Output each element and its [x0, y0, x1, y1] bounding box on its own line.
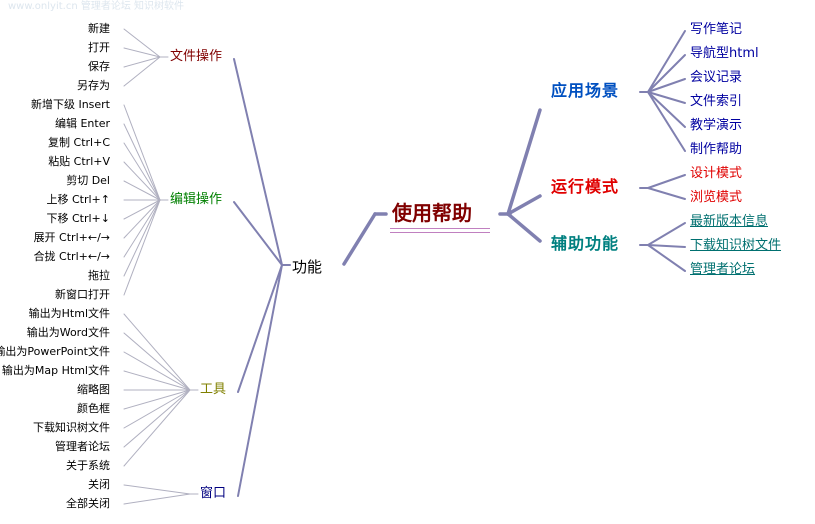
- menu-item[interactable]: 编辑 Enter: [54, 117, 110, 130]
- leaf-connector: [123, 199, 161, 277]
- leaf-connector: [123, 389, 191, 429]
- menu-item[interactable]: 颜色框: [77, 402, 110, 415]
- leaf-connector: [647, 91, 686, 104]
- leaf-connector: [647, 91, 686, 152]
- leaf-item[interactable]: 会议记录: [690, 70, 743, 85]
- category-1[interactable]: 运行模式: [551, 177, 620, 196]
- leaf-connector: [123, 199, 161, 220]
- menu-item[interactable]: 关闭: [88, 478, 110, 491]
- leaf-connector: [123, 313, 191, 391]
- group-2[interactable]: 工具: [200, 382, 227, 397]
- menu-item[interactable]: 输出为Map Html文件: [1, 364, 110, 377]
- root-underline: [390, 228, 490, 233]
- link-item[interactable]: 下载知识树文件: [690, 238, 782, 253]
- leaf-connector: [123, 389, 191, 448]
- group-3[interactable]: 窗口: [200, 486, 227, 501]
- menu-item[interactable]: 合拢 Ctrl+←/→: [33, 250, 110, 263]
- leaf-connector: [123, 199, 161, 258]
- menu-item[interactable]: 管理者论坛: [55, 440, 110, 453]
- function-node[interactable]: 功能: [292, 258, 323, 276]
- leaf-connector: [123, 104, 161, 201]
- menu-item[interactable]: 下移 Ctrl+↓: [46, 212, 110, 225]
- menu-item[interactable]: 打开: [88, 41, 110, 54]
- menu-item[interactable]: 复制 Ctrl+C: [48, 136, 110, 149]
- link-item[interactable]: 最新版本信息: [690, 214, 769, 229]
- leaf-connector: [647, 91, 686, 128]
- leaf-connector: [123, 199, 161, 296]
- menu-item[interactable]: 剪切 Del: [66, 174, 110, 187]
- leaf-connector: [123, 351, 191, 391]
- menu-item[interactable]: 全部关闭: [66, 497, 110, 510]
- trunk-connector: [506, 194, 542, 216]
- menu-item[interactable]: 粘贴 Ctrl+V: [48, 155, 110, 168]
- leaf-connector: [647, 244, 686, 248]
- menu-item[interactable]: 拖拉: [88, 269, 110, 282]
- leaf-connector: [647, 187, 686, 200]
- menu-item[interactable]: 输出为PowerPoint文件: [0, 345, 110, 358]
- category-2[interactable]: 辅助功能: [551, 234, 620, 253]
- menu-item[interactable]: 下载知识树文件: [33, 421, 110, 434]
- leaf-connector: [123, 493, 191, 505]
- menu-item[interactable]: 输出为Word文件: [26, 326, 110, 339]
- leaf-item[interactable]: 浏览模式: [690, 190, 743, 205]
- menu-item[interactable]: 新窗口打开: [55, 288, 110, 301]
- menu-item[interactable]: 新建: [88, 22, 110, 35]
- branch-connector: [237, 264, 283, 497]
- leaf-connector: [123, 332, 191, 391]
- root-node[interactable]: 使用帮助: [392, 201, 472, 225]
- leaf-connector: [647, 78, 686, 93]
- leaf-connector: [647, 174, 686, 189]
- leaf-connector: [647, 222, 686, 246]
- leaf-connector: [123, 370, 191, 391]
- category-0[interactable]: 应用场景: [551, 81, 620, 100]
- leaf-connector: [123, 123, 161, 201]
- leaf-connector: [123, 142, 161, 201]
- leaf-connector: [123, 389, 191, 467]
- menu-item[interactable]: 上移 Ctrl+↑: [46, 193, 110, 206]
- leaf-item[interactable]: 写作笔记: [690, 22, 743, 37]
- leaf-connector: [123, 484, 191, 495]
- leaf-connector: [123, 199, 161, 239]
- leaf-item[interactable]: 制作帮助: [690, 142, 743, 157]
- leaf-connector: [647, 54, 686, 93]
- leaf-item[interactable]: 教学演示: [690, 118, 743, 133]
- leaf-item[interactable]: 文件索引: [690, 94, 743, 109]
- menu-item[interactable]: 输出为Html文件: [28, 307, 110, 320]
- leaf-connector: [123, 389, 191, 410]
- menu-item[interactable]: 新增下级 Insert: [30, 98, 110, 111]
- group-0[interactable]: 文件操作: [170, 49, 223, 64]
- trunk-connector: [506, 108, 542, 216]
- link-item[interactable]: 管理者论坛: [690, 262, 756, 277]
- trunk-connector: [506, 212, 542, 243]
- menu-item[interactable]: 缩略图: [77, 383, 110, 396]
- leaf-connector: [123, 28, 161, 58]
- leaf-connector: [123, 56, 161, 68]
- menu-item[interactable]: 另存为: [77, 79, 110, 92]
- leaf-connector: [123, 180, 161, 201]
- leaf-item[interactable]: 设计模式: [690, 166, 743, 181]
- leaf-connector: [647, 30, 686, 93]
- leaf-connector: [123, 47, 161, 58]
- branch-connector: [233, 201, 283, 266]
- leaf-connector: [123, 161, 161, 201]
- branch-connector: [237, 264, 283, 393]
- menu-item[interactable]: 关于系统: [66, 459, 110, 472]
- watermark: www.onlyit.cn 管理者论坛 知识树软件: [8, 1, 185, 12]
- menu-item[interactable]: 保存: [88, 60, 110, 73]
- leaf-connector: [123, 56, 161, 87]
- leaf-connector: [647, 244, 686, 272]
- branch-connector: [233, 58, 283, 266]
- leaf-item[interactable]: 导航型html: [690, 46, 759, 61]
- group-1[interactable]: 编辑操作: [170, 192, 223, 207]
- trunk-connector: [342, 212, 377, 266]
- menu-item[interactable]: 展开 Ctrl+←/→: [33, 231, 110, 244]
